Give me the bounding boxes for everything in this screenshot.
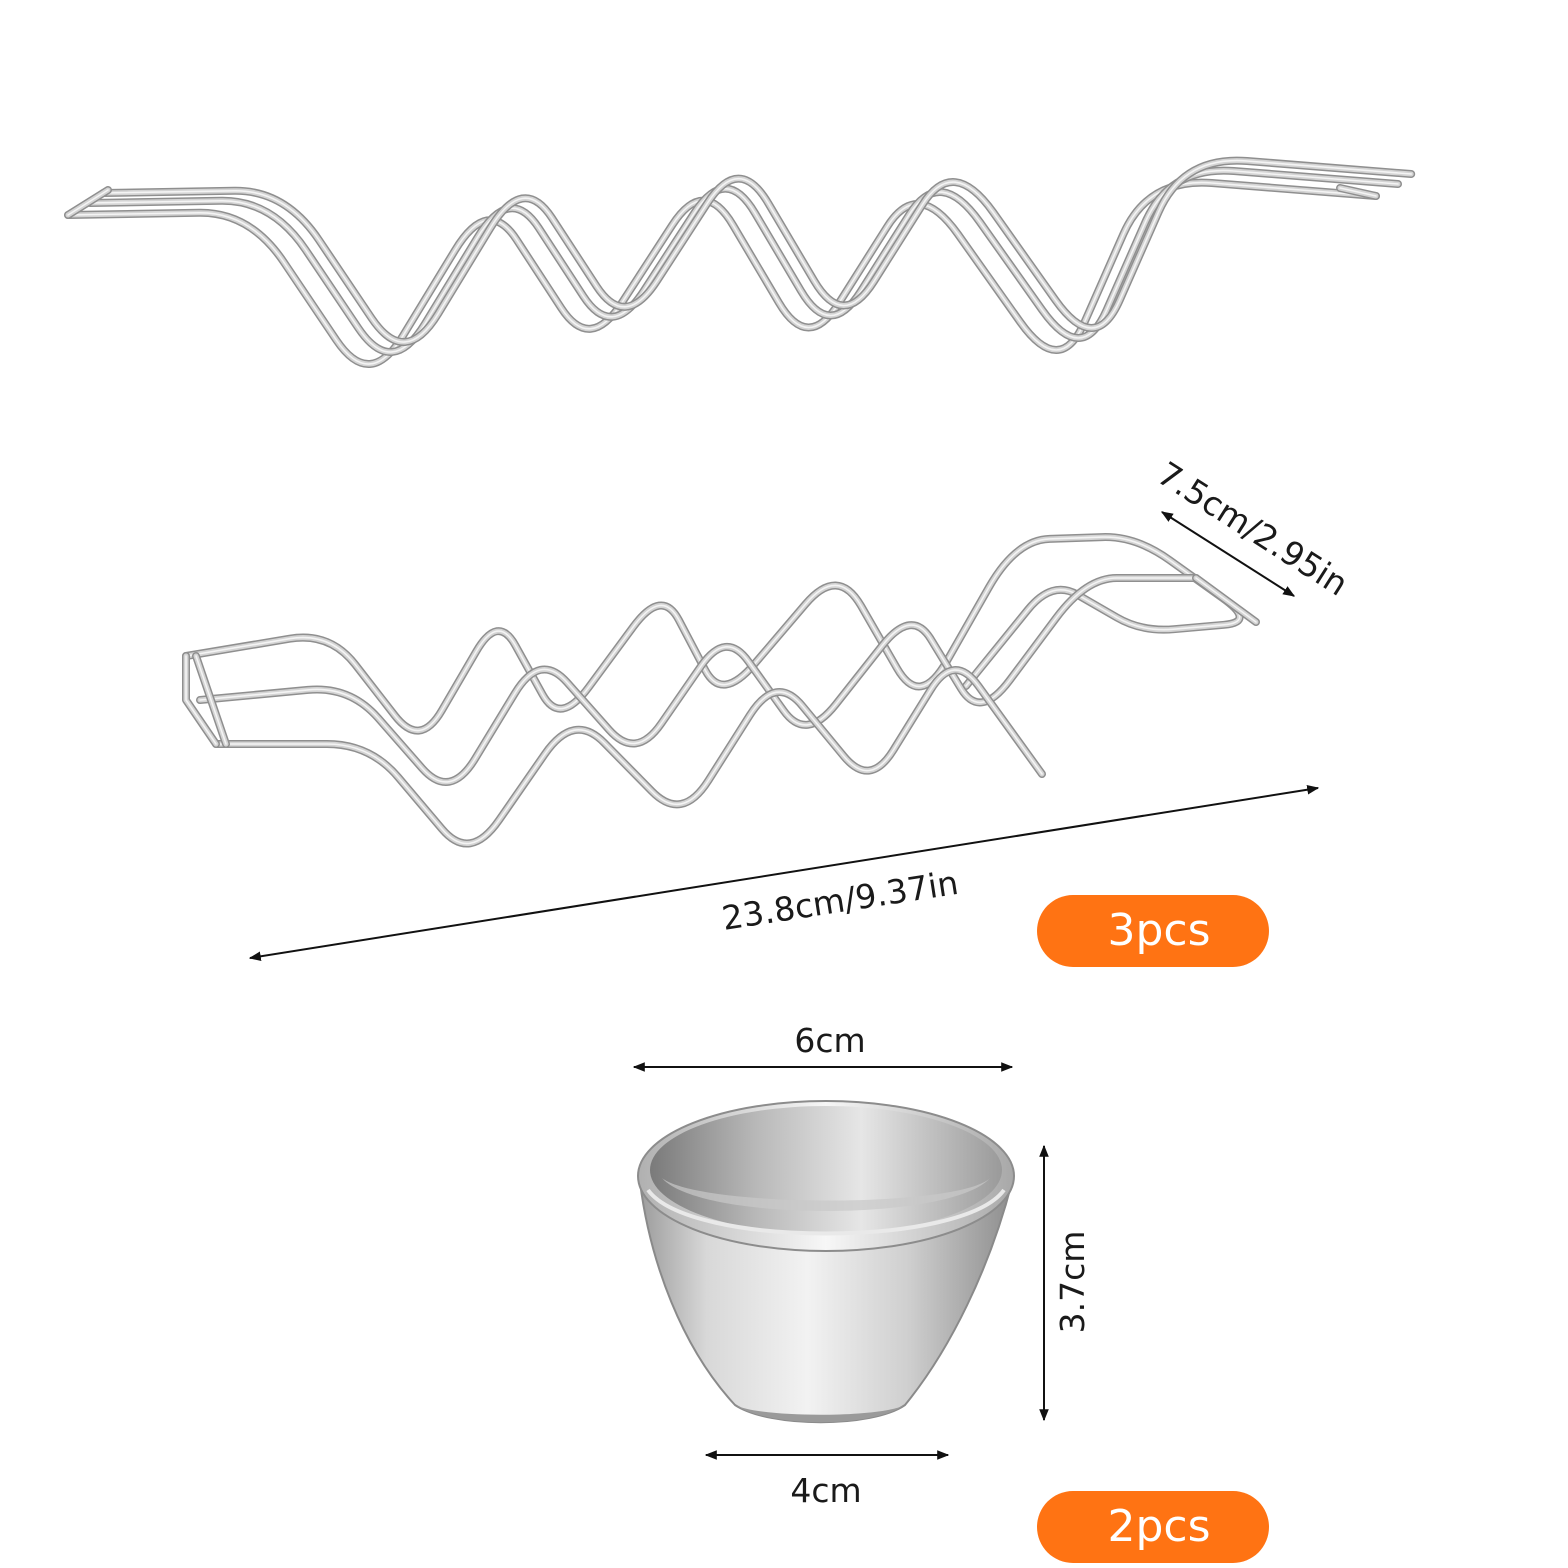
rack-perspective-wire [196,574,1200,786]
cup-bottom-width-dimension: 4cm [704,1450,950,1510]
rack-perspective-wire [183,534,1243,734]
cup-quantity-badge: 2pcs [1037,1491,1269,1563]
cup-quantity-label: 2pcs [1107,1501,1210,1552]
rack-side-wire [102,159,1412,343]
rack-quantity-badge: 3pcs [1037,895,1269,967]
rack-perspective-wire [185,536,1241,732]
rack-side-end-bar [1339,187,1377,197]
cup-top-width-dimension: 6cm [632,1021,1014,1072]
rack-length-arrow [248,784,1320,962]
cup-top-width-label: 6cm [794,1021,865,1060]
taco-rack-side-view [64,156,1416,368]
rack-quantity-label: 3pcs [1107,905,1210,956]
taco-rack-perspective-view [182,533,1260,848]
rack-perspective-wire [197,575,1199,785]
sauce-cup [637,1100,1015,1424]
rack-perspective-wire [182,533,1244,735]
rack-perspective-end-frame [1195,577,1257,623]
rack-perspective-end-frame [195,655,227,745]
cup-bottom-width-label: 4cm [790,1471,861,1510]
cup-height-dimension: 3.7cm [1039,1144,1092,1422]
rack-length-label: 23.8cm/9.37in [719,863,961,938]
rack-depth-arrow [1160,511,1296,597]
rack-side-end-bar [67,189,109,216]
cup-height-label: 3.7cm [1053,1231,1092,1334]
rack-side-wire [89,169,1399,353]
rack-perspective-end-frame [185,655,217,745]
rack-perspective-wire [199,577,1197,783]
